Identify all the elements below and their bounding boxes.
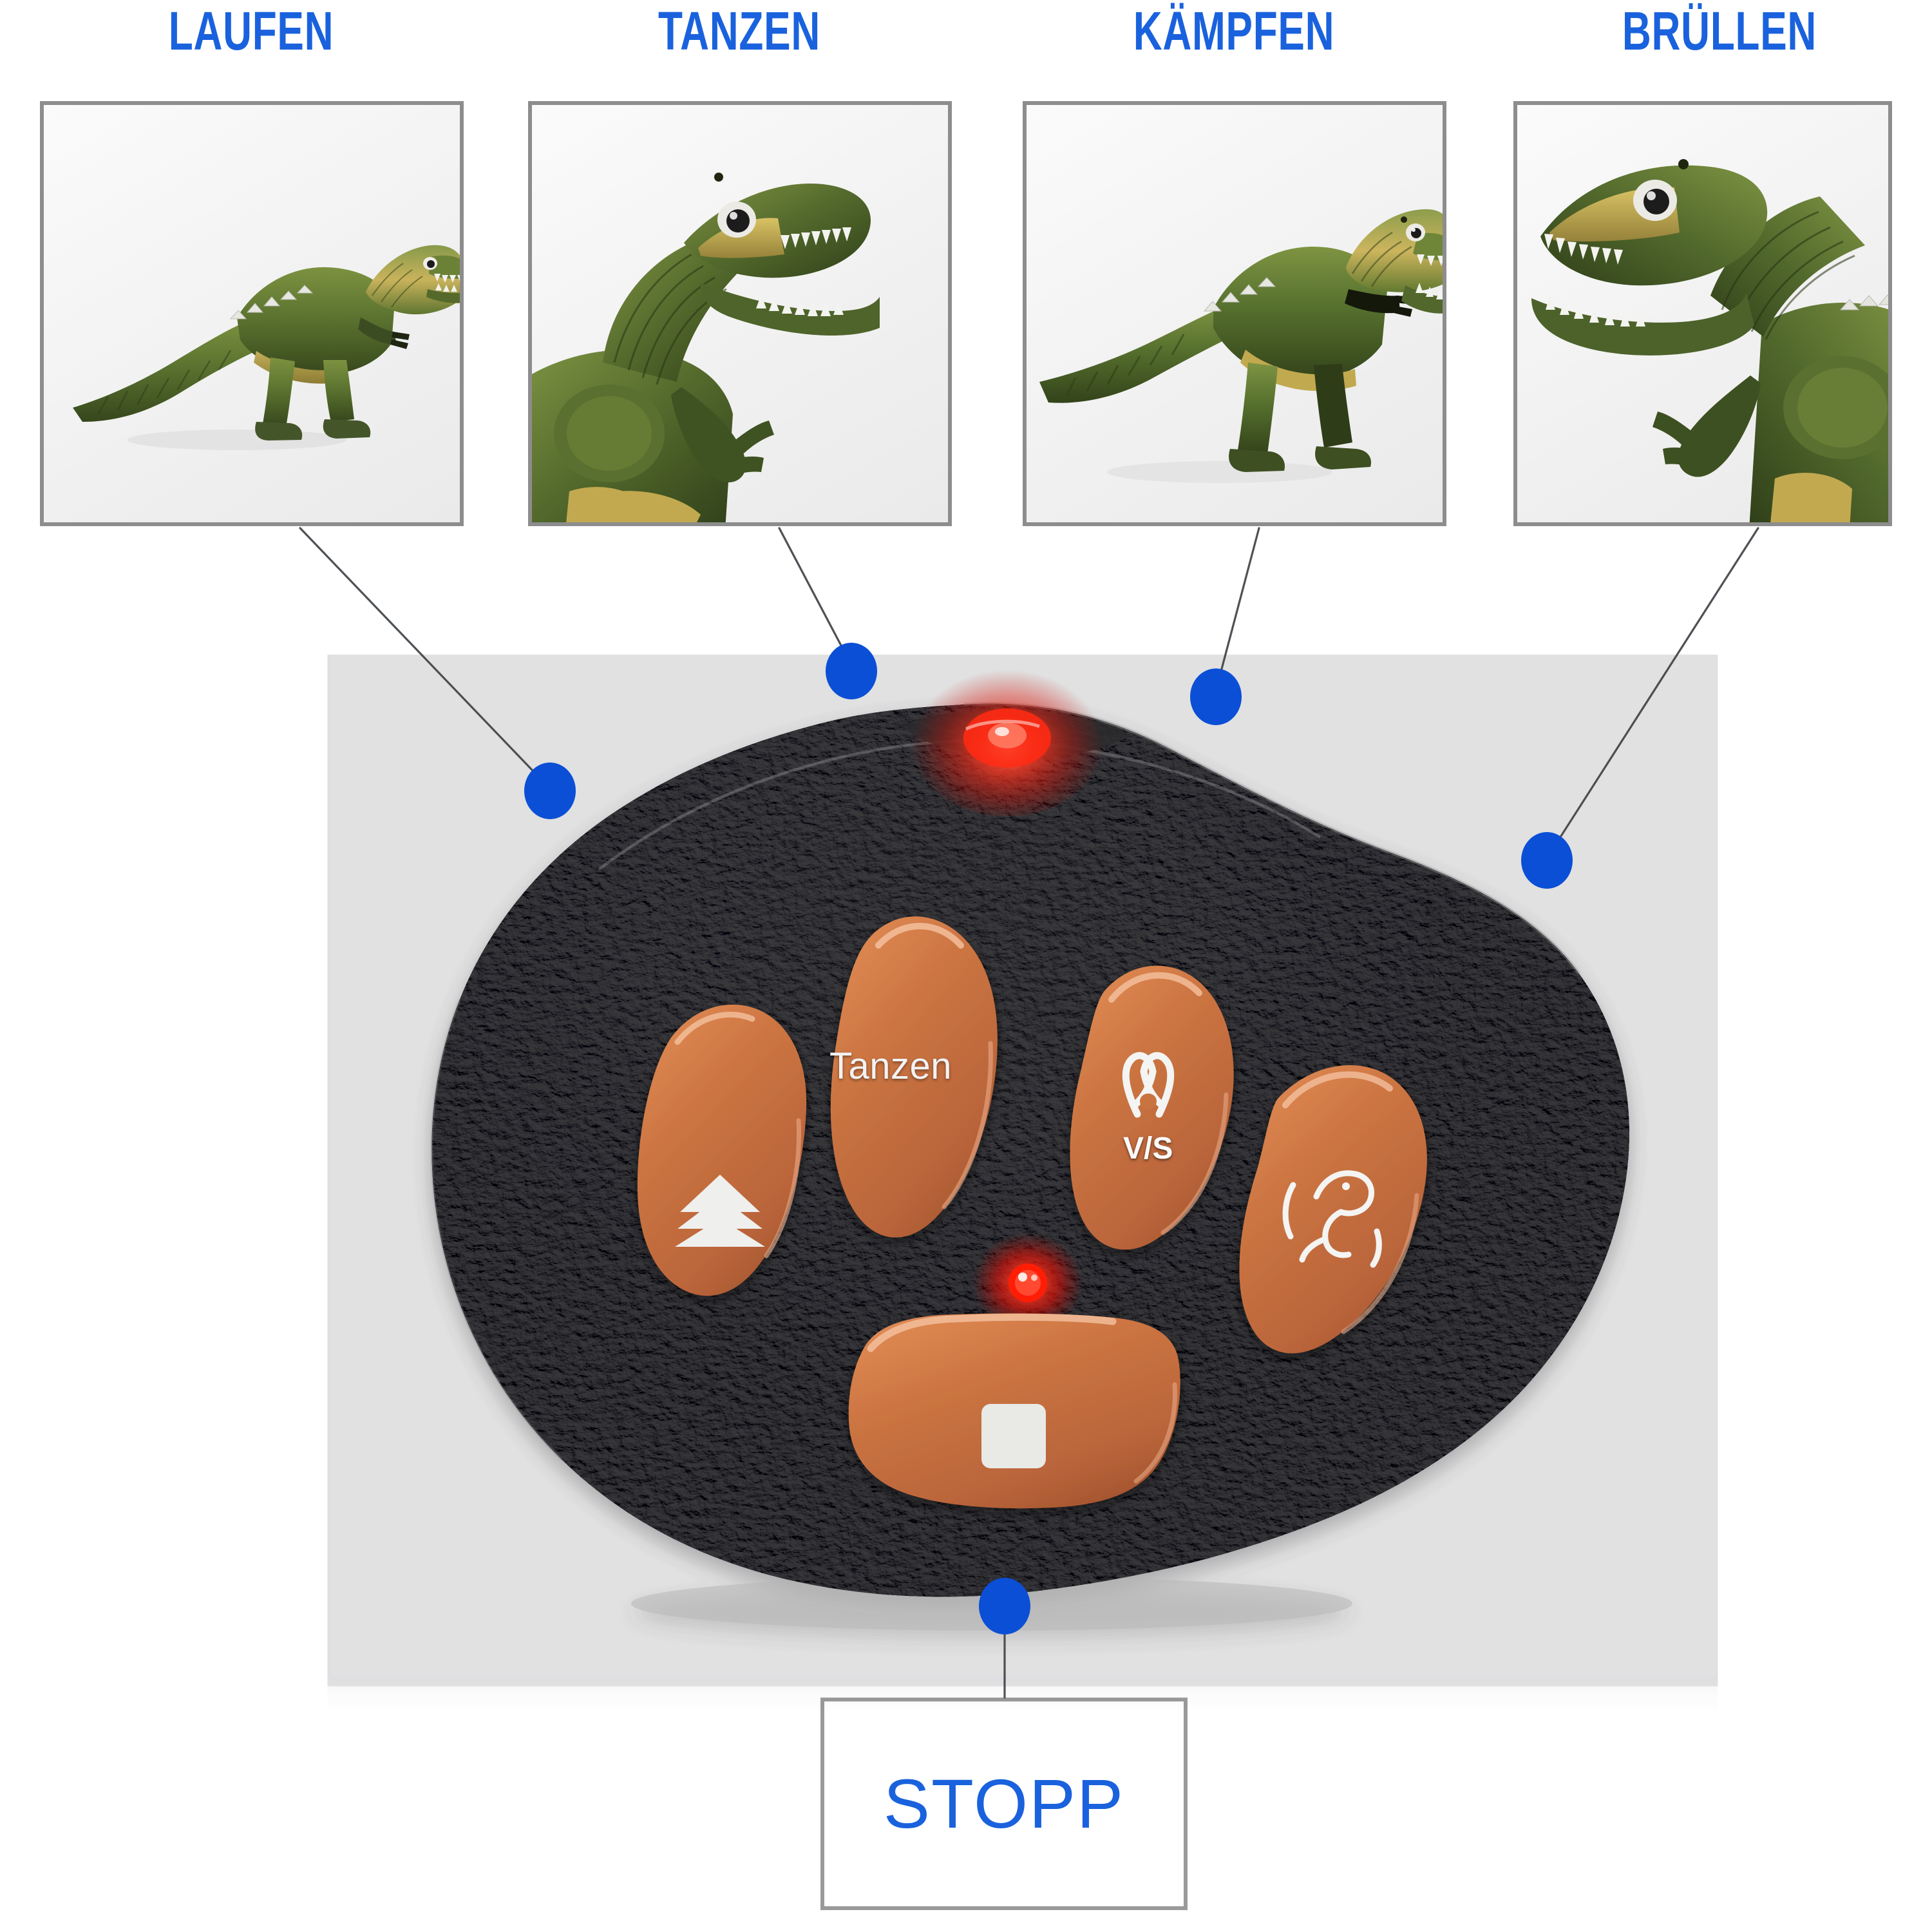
leader-line-kaempfen [1216, 527, 1260, 687]
center-status-led [972, 1233, 1083, 1333]
leader-lines [299, 527, 1759, 1699]
callout-dot-kaempfen [1190, 668, 1242, 725]
thumbnail-label-laufen: LAUFEN [168, 1, 334, 61]
callout-dot-bruellen [1521, 832, 1573, 889]
remote-button-roar[interactable] [1239, 1065, 1427, 1354]
leader-line-laufen [299, 527, 542, 781]
dino-dancing-illustration [532, 173, 880, 522]
remote-button-fight-label: V/S [1123, 1132, 1173, 1166]
stopp-caption-label: STOPP [883, 1765, 1125, 1842]
versus-music-icon [1122, 1052, 1175, 1118]
remote-control[interactable] [430, 702, 1629, 1631]
thumbnail-kaempfen[interactable] [1023, 101, 1446, 526]
thumbnail-label-kaempfen: KÄMPFEN [1133, 1, 1335, 61]
forward-chevron-icon [675, 1175, 765, 1247]
remote-button-dance-label: Tanzen [829, 1045, 952, 1087]
stopp-caption-box[interactable]: STOPP [820, 1698, 1188, 1910]
leader-line-tanzen [778, 527, 850, 661]
thumbnail-label-tanzen: TANZEN [658, 1, 820, 61]
remote-button-stop[interactable] [848, 1313, 1180, 1509]
thumbnail-label-bruellen: BRÜLLEN [1622, 1, 1817, 61]
remote-button-fight[interactable] [1070, 965, 1234, 1250]
thumbnail-laufen[interactable] [40, 101, 464, 526]
top-status-led [911, 662, 1104, 817]
callout-dots[interactable] [524, 643, 1573, 1634]
leader-line-bruellen [1551, 527, 1759, 851]
remote-button-walk[interactable] [637, 1004, 807, 1296]
dino-roar-icon [1282, 1170, 1382, 1268]
callout-dot-laufen [524, 762, 576, 819]
dino-fighting-illustration [1039, 209, 1443, 483]
stop-square-icon [981, 1404, 1046, 1468]
thumbnail-bruellen[interactable] [1513, 101, 1892, 526]
dino-roaring-illustration [1531, 159, 1888, 522]
dino-walking-illustration [73, 245, 460, 450]
callout-dot-stopp [979, 1578, 1030, 1634]
thumbnail-tanzen[interactable] [528, 101, 952, 526]
callout-dot-tanzen [826, 643, 877, 699]
